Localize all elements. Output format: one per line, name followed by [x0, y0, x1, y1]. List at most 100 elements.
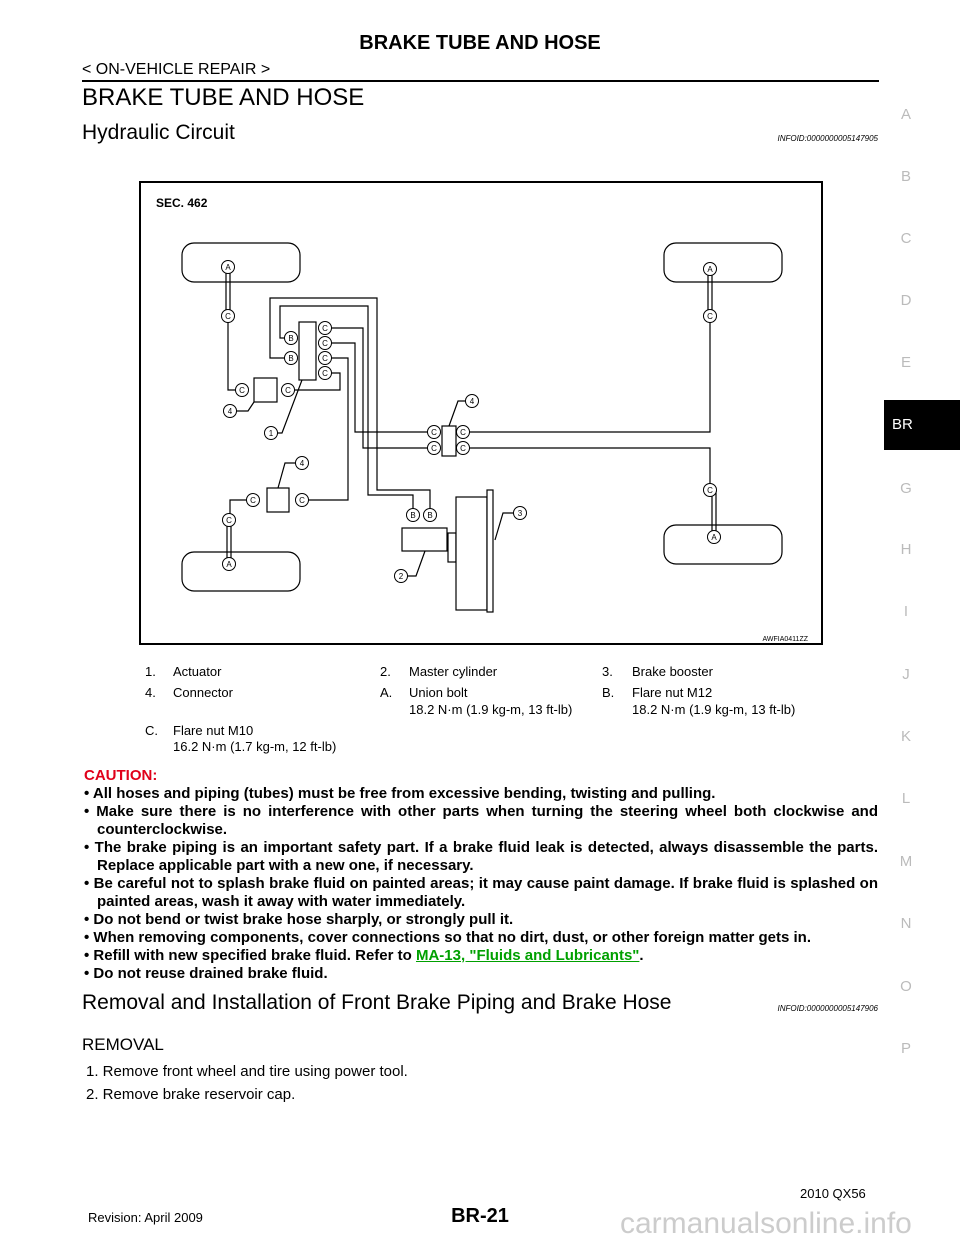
- callout-label: 4: [470, 397, 475, 406]
- side-index-g[interactable]: G: [900, 480, 912, 497]
- side-index-l[interactable]: L: [901, 790, 911, 807]
- side-index-j[interactable]: J: [902, 666, 910, 683]
- watermark: carmanualsonline.info: [620, 1207, 912, 1240]
- legend-text: Master cylinder: [409, 664, 498, 679]
- legend-text: Actuator: [173, 664, 222, 679]
- wheels: [181, 242, 783, 592]
- callout-label: 3: [518, 509, 523, 518]
- callout-circle: [284, 351, 298, 365]
- brake-booster: [455, 496, 488, 611]
- footer-page-number: BR-21: [451, 1205, 509, 1227]
- callout-label: C: [322, 369, 328, 378]
- side-index-o[interactable]: O: [900, 978, 912, 995]
- callout-circle: [235, 383, 249, 397]
- side-index-b[interactable]: B: [900, 168, 911, 185]
- callout-label: 4: [300, 459, 305, 468]
- connector: [253, 377, 278, 403]
- side-index-k[interactable]: K: [900, 728, 911, 745]
- legend-num: 3.: [602, 664, 613, 679]
- callout-circle: [456, 425, 470, 439]
- callout-circle: [246, 493, 260, 507]
- removal-step: 1. Remove front wheel and tire using pow…: [86, 1063, 408, 1080]
- side-index-a[interactable]: A: [900, 106, 911, 123]
- callout-circle: [318, 366, 332, 380]
- callout-label: B: [427, 511, 432, 520]
- legend-sub: 18.2 N·m (1.9 kg-m, 13 ft-lb): [409, 702, 573, 717]
- callout-label: 1: [269, 429, 274, 438]
- side-index-i[interactable]: I: [903, 603, 909, 620]
- info-id: INFOID:0000000005147905: [777, 134, 878, 143]
- footer-revision: Revision: April 2009: [88, 1210, 203, 1225]
- callout-circle: [707, 530, 721, 544]
- callout-circle: [427, 425, 441, 439]
- connector: [266, 487, 290, 513]
- callout-label: C: [225, 312, 231, 321]
- callout-label: C: [322, 324, 328, 333]
- callout-circle: [465, 394, 479, 408]
- fluids-lubricants-link[interactable]: MA-13, "Fluids and Lubricants": [415, 947, 640, 964]
- callout-label: C: [707, 312, 713, 321]
- side-index-p[interactable]: P: [900, 1040, 911, 1057]
- caution-item: • When removing components, cover connec…: [84, 929, 811, 946]
- callout-label: B: [288, 334, 293, 343]
- caution-heading: CAUTION:: [84, 767, 158, 784]
- info-id: INFOID:0000000005147906: [777, 1004, 878, 1013]
- actuator: [298, 321, 317, 381]
- callout-label: B: [410, 511, 415, 520]
- caution-item: • Do not reuse drained brake fluid.: [84, 965, 328, 982]
- legend-num: C.: [145, 723, 158, 738]
- callout-circle: [456, 441, 470, 455]
- side-index-br-active[interactable]: BR: [884, 400, 960, 450]
- side-index-n[interactable]: N: [900, 915, 912, 932]
- callout-circle: [221, 309, 235, 323]
- callout-circle: [221, 260, 235, 274]
- callout-circle: [513, 506, 527, 520]
- callout-circle: [222, 513, 236, 527]
- legend-num: 1.: [145, 664, 156, 679]
- side-index-m[interactable]: M: [899, 853, 913, 870]
- legend-num: A.: [380, 685, 393, 700]
- callout-circle: [318, 336, 332, 350]
- connector: [441, 425, 457, 457]
- side-index-e[interactable]: E: [900, 354, 911, 371]
- callout-label: 4: [228, 407, 233, 416]
- callout-label: C: [285, 386, 291, 395]
- header-rule: [82, 80, 879, 82]
- callout-label: B: [288, 354, 293, 363]
- caution-item: • Do not bend or twist brake hose sharpl…: [84, 911, 514, 928]
- callout-label: C: [431, 444, 437, 453]
- page-title: BRAKE TUBE AND HOSE: [82, 84, 365, 111]
- callout-label: C: [460, 444, 466, 453]
- removal-step: 2. Remove brake reservoir cap.: [86, 1086, 296, 1103]
- body-text: CAUTION: • All hoses and piping (tubes) …: [82, 766, 878, 1106]
- side-index-h[interactable]: H: [900, 541, 912, 558]
- legend-sub: 16.2 N·m (1.7 kg-m, 12 ft-lb): [173, 739, 337, 754]
- side-index-c[interactable]: C: [900, 230, 912, 247]
- refill-end: .: [639, 947, 644, 964]
- caution-item: • The brake piping is an important safet…: [84, 839, 878, 874]
- callout-circle: [427, 441, 441, 455]
- master-cylinder: [401, 527, 448, 552]
- callout-circle: [222, 557, 236, 571]
- callout-circle: [703, 262, 717, 276]
- callout-circle: [284, 331, 298, 345]
- callout-label: A: [707, 265, 713, 274]
- components: [253, 321, 494, 613]
- caution-item-refill: • Refill with new specified brake fluid.…: [84, 947, 878, 965]
- callout-label: A: [225, 263, 231, 272]
- callout-label: C: [322, 354, 328, 363]
- callout-label: C: [299, 496, 305, 505]
- side-index-d[interactable]: D: [900, 292, 912, 309]
- legend-text: Union bolt: [409, 685, 468, 700]
- legend-num: 2.: [380, 664, 391, 679]
- sec-label: SEC. 462: [156, 196, 208, 210]
- caution-item: • Make sure there is no interference wit…: [84, 803, 878, 838]
- refill-text: • Refill with new specified brake fluid.…: [84, 947, 416, 964]
- callout-label: C: [239, 386, 245, 395]
- callout-label: C: [707, 486, 713, 495]
- callout-label: C: [460, 428, 466, 437]
- callout-label: 2: [399, 572, 404, 581]
- removal-subheading: REMOVAL: [82, 1035, 164, 1054]
- callout-circle: [394, 569, 408, 583]
- legend-text: Flare nut M12: [632, 685, 713, 700]
